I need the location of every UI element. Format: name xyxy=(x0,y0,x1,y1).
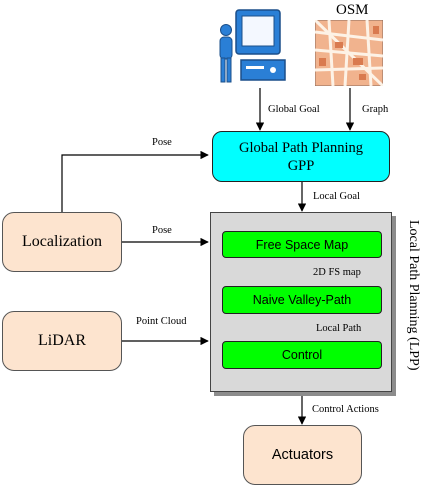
edge-label-graph: Graph xyxy=(362,104,389,115)
naive-valley-path-label: Naive Valley-Path xyxy=(252,293,352,307)
lidar-label: LiDAR xyxy=(38,332,86,349)
control-label: Control xyxy=(281,348,323,362)
edge-label-local-path: Local Path xyxy=(316,323,362,334)
edge-label-local-goal: Local Goal xyxy=(313,191,360,202)
actuators-node: Actuators xyxy=(243,425,362,485)
edge-label-control-actions: Control Actions xyxy=(312,404,379,415)
localization-node: Localization xyxy=(2,212,122,272)
osm-map-thumbnail xyxy=(315,20,383,86)
edge-label-2d-fs-map: 2D FS map xyxy=(313,267,361,278)
gpp-node: Global Path Planning GPP xyxy=(212,131,390,182)
edge-label-pose-lpp: Pose xyxy=(152,225,172,236)
naive-valley-path-node: Naive Valley-Path xyxy=(222,286,382,314)
edge-label-global-goal: Global Goal xyxy=(268,104,320,115)
edge-localization-to-gpp xyxy=(61,150,209,212)
gpp-abbreviation: GPP xyxy=(287,157,315,174)
actuators-label: Actuators xyxy=(271,447,334,463)
computer-user-icon xyxy=(219,9,286,83)
free-space-map-node: Free Space Map xyxy=(222,231,382,258)
control-node: Control xyxy=(222,341,382,369)
gpp-title: Global Path Planning xyxy=(238,139,364,156)
edge-label-pose-gpp: Pose xyxy=(152,137,172,148)
lidar-node: LiDAR xyxy=(2,311,122,371)
osm-title: OSM xyxy=(336,2,369,18)
localization-label: Localization xyxy=(22,233,102,250)
free-space-map-label: Free Space Map xyxy=(255,237,349,252)
edge-label-point-cloud: Point Cloud xyxy=(136,316,187,327)
lpp-group-title: Local Path Planning (LPP) xyxy=(406,220,421,371)
